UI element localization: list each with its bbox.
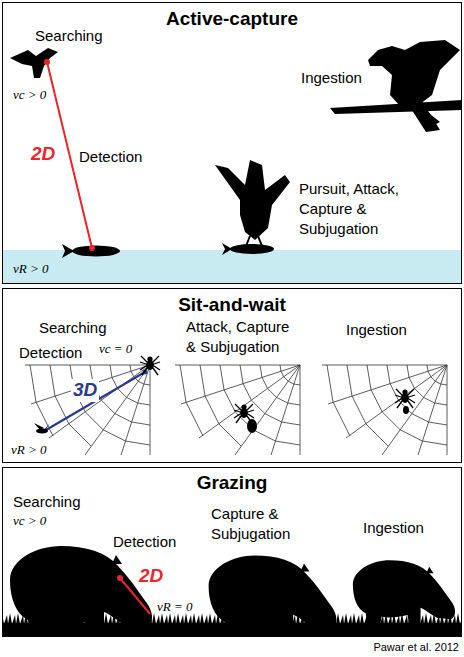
branch bbox=[330, 100, 462, 124]
stage-label: Ingestion bbox=[346, 321, 407, 339]
velocity-label: vR > 0 bbox=[13, 261, 48, 277]
detection-line bbox=[46, 372, 145, 430]
stage-label: Detection bbox=[17, 344, 84, 362]
strategy-panel: Sit-and-waitSearching Attack, Capture & S… bbox=[2, 288, 462, 463]
spider-web bbox=[322, 365, 447, 455]
dimension-label: 2D bbox=[139, 565, 163, 588]
velocity-label: vR = 0 bbox=[157, 599, 192, 615]
strategy-panel: Active-captureSearchingvc > 0Ingestion2D… bbox=[2, 2, 462, 284]
detection-dot bbox=[89, 245, 95, 251]
detection-dot bbox=[44, 59, 50, 65]
fish bbox=[62, 244, 120, 258]
strategy-panel: GrazingSearching vc > 0 Capture & Subjugat… bbox=[2, 467, 462, 637]
fly bbox=[34, 423, 50, 434]
grass bbox=[3, 612, 461, 624]
stage-label: Pursuit, Attack, Capture & Subjugation bbox=[299, 179, 424, 239]
attacking-eagle bbox=[215, 160, 290, 240]
stage-label: Capture & Subjugation bbox=[211, 504, 306, 544]
stage-label: Searching bbox=[13, 493, 81, 511]
stage-label: Detection bbox=[79, 148, 142, 166]
detection-dot bbox=[117, 575, 123, 581]
perched-eagle bbox=[368, 40, 460, 132]
panel-title: Sit-and-wait bbox=[3, 294, 461, 317]
stage-label: Attack, Capture & Subjugation bbox=[186, 317, 301, 357]
water bbox=[3, 250, 461, 283]
grass bbox=[3, 623, 461, 636]
dimension-label: 2D bbox=[31, 143, 55, 166]
velocity-label: vc > 0 bbox=[13, 87, 46, 103]
velocity-label: vc > 0 bbox=[13, 513, 46, 529]
velocity-label: vc = 0 bbox=[97, 341, 134, 357]
figure-caption: Pawar et al. 2012 bbox=[373, 641, 459, 653]
spider bbox=[395, 389, 415, 408]
panel-title: Grazing bbox=[3, 472, 461, 495]
stage-label: Detection bbox=[113, 533, 176, 551]
velocity-label: vR > 0 bbox=[9, 442, 48, 458]
wrapped-prey bbox=[247, 419, 257, 433]
spider bbox=[234, 404, 254, 423]
stage-label: Ingestion bbox=[363, 519, 424, 537]
stage-label: Searching bbox=[39, 319, 107, 337]
stage-label: Ingestion bbox=[301, 69, 362, 87]
spider bbox=[140, 356, 160, 375]
spider-web bbox=[175, 365, 300, 455]
dimension-label: 3D bbox=[71, 379, 99, 402]
stage-label: Searching bbox=[35, 27, 103, 45]
prey bbox=[403, 406, 409, 414]
caught-fish bbox=[222, 243, 274, 255]
